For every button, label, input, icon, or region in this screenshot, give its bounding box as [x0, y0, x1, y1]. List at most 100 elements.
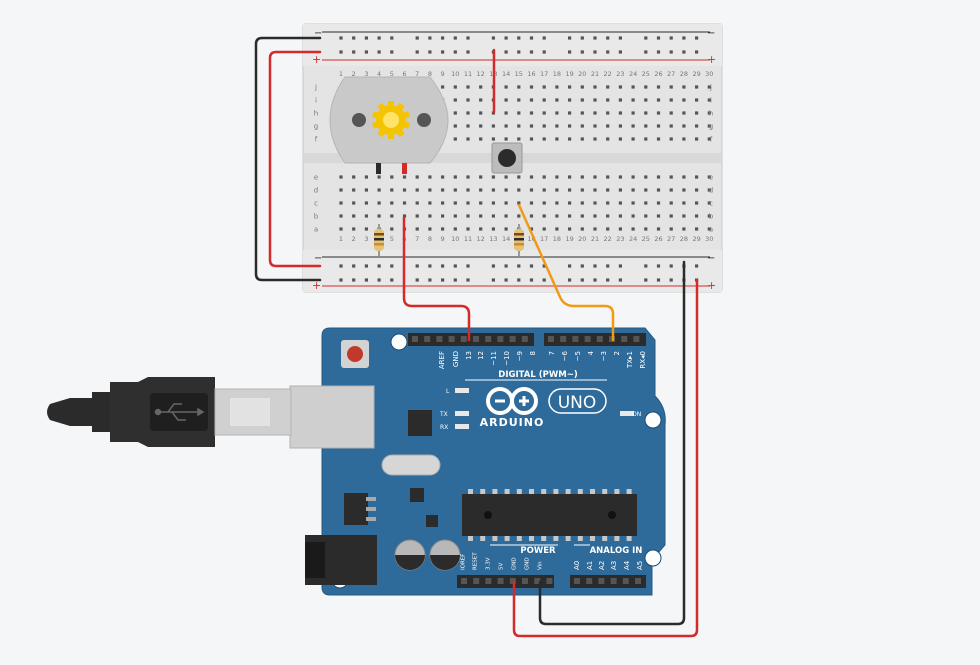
reset-button[interactable] — [347, 346, 363, 362]
breadboard-hole[interactable] — [669, 98, 673, 102]
breadboard-hole[interactable] — [453, 175, 457, 179]
rail-hole[interactable] — [695, 50, 699, 54]
rail-hole[interactable] — [441, 278, 445, 282]
breadboard-hole[interactable] — [466, 201, 470, 205]
breadboard-hole[interactable] — [441, 227, 445, 231]
breadboard-hole[interactable] — [593, 201, 597, 205]
breadboard-hole[interactable] — [618, 227, 622, 231]
rail-hole[interactable] — [441, 264, 445, 268]
breadboard-hole[interactable] — [631, 98, 635, 102]
breadboard-hole[interactable] — [631, 137, 635, 141]
wire-black-gnd[interactable] — [538, 260, 686, 626]
breadboard-hole[interactable] — [504, 111, 508, 115]
breadboard-hole[interactable] — [517, 111, 521, 115]
breadboard-hole[interactable] — [644, 214, 648, 218]
breadboard-hole[interactable] — [631, 175, 635, 179]
wire-red-5v[interactable] — [512, 278, 699, 638]
rail-hole[interactable] — [618, 278, 622, 282]
rail-hole[interactable] — [453, 278, 457, 282]
breadboard-hole[interactable] — [491, 214, 495, 218]
breadboard-hole[interactable] — [504, 188, 508, 192]
breadboard-hole[interactable] — [695, 188, 699, 192]
breadboard-hole[interactable] — [352, 227, 356, 231]
breadboard-hole[interactable] — [542, 98, 546, 102]
breadboard-hole[interactable] — [580, 227, 584, 231]
breadboard-hole[interactable] — [682, 98, 686, 102]
breadboard-hole[interactable] — [580, 85, 584, 89]
breadboard-hole[interactable] — [707, 137, 711, 141]
breadboard-hole[interactable] — [568, 137, 572, 141]
rail-hole[interactable] — [568, 278, 572, 282]
breadboard-hole[interactable] — [707, 98, 711, 102]
rail-hole[interactable] — [669, 264, 673, 268]
breadboard-hole[interactable] — [618, 124, 622, 128]
breadboard-hole[interactable] — [466, 214, 470, 218]
rail-hole[interactable] — [618, 36, 622, 40]
breadboard-hole[interactable] — [606, 201, 610, 205]
breadboard-hole[interactable] — [555, 124, 559, 128]
breadboard-hole[interactable] — [568, 214, 572, 218]
breadboard-hole[interactable] — [466, 111, 470, 115]
rail-hole[interactable] — [606, 264, 610, 268]
breadboard-hole[interactable] — [644, 188, 648, 192]
rail-hole[interactable] — [428, 278, 432, 282]
breadboard-hole[interactable] — [606, 175, 610, 179]
breadboard-hole[interactable] — [517, 137, 521, 141]
rail-hole[interactable] — [517, 278, 521, 282]
breadboard-hole[interactable] — [682, 227, 686, 231]
breadboard-hole[interactable] — [415, 201, 419, 205]
breadboard-hole[interactable] — [504, 175, 508, 179]
header-socket[interactable] — [584, 336, 591, 342]
breadboard-hole[interactable] — [669, 227, 673, 231]
breadboard-hole[interactable] — [529, 201, 534, 205]
rail-hole[interactable] — [364, 36, 368, 40]
breadboard-hole[interactable] — [441, 201, 445, 205]
breadboard-hole[interactable] — [415, 214, 419, 218]
breadboard-hole[interactable] — [580, 201, 584, 205]
breadboard-hole[interactable] — [656, 98, 661, 102]
breadboard-hole[interactable] — [453, 137, 457, 141]
breadboard-hole[interactable] — [453, 201, 457, 205]
header-socket[interactable] — [622, 578, 629, 584]
breadboard-hole[interactable] — [682, 85, 686, 89]
breadboard-hole[interactable] — [529, 124, 534, 128]
rail-hole[interactable] — [593, 36, 597, 40]
header-socket[interactable] — [473, 578, 480, 584]
breadboard-hole[interactable] — [580, 188, 584, 192]
rail-hole[interactable] — [415, 36, 419, 40]
rail-hole[interactable] — [390, 264, 394, 268]
breadboard-hole[interactable] — [580, 214, 584, 218]
breadboard-hole[interactable] — [606, 85, 610, 89]
breadboard-hole[interactable] — [644, 227, 648, 231]
header-socket[interactable] — [521, 336, 528, 342]
header-socket[interactable] — [534, 578, 541, 584]
rail-hole[interactable] — [453, 264, 457, 268]
rail-hole[interactable] — [656, 278, 661, 282]
breadboard-hole[interactable] — [644, 137, 648, 141]
breadboard-hole[interactable] — [466, 124, 470, 128]
breadboard-hole[interactable] — [618, 188, 622, 192]
breadboard-hole[interactable] — [656, 85, 661, 89]
breadboard-hole[interactable] — [402, 214, 407, 218]
breadboard-hole[interactable] — [377, 201, 381, 205]
breadboard-hole[interactable] — [606, 111, 610, 115]
rail-hole[interactable] — [466, 36, 470, 40]
breadboard-hole[interactable] — [593, 111, 597, 115]
rail-hole[interactable] — [656, 50, 661, 54]
breadboard-hole[interactable] — [529, 85, 534, 89]
resistor-2[interactable] — [514, 224, 524, 256]
rail-hole[interactable] — [644, 50, 648, 54]
rail-hole[interactable] — [377, 278, 381, 282]
breadboard-hole[interactable] — [555, 111, 559, 115]
breadboard-hole[interactable] — [669, 124, 673, 128]
rail-hole[interactable] — [466, 264, 470, 268]
header-socket[interactable] — [485, 578, 492, 584]
breadboard-hole[interactable] — [695, 85, 699, 89]
breadboard-hole[interactable] — [542, 124, 546, 128]
breadboard-hole[interactable] — [618, 85, 622, 89]
breadboard-hole[interactable] — [542, 201, 546, 205]
breadboard-hole[interactable] — [580, 98, 584, 102]
breadboard-hole[interactable] — [504, 98, 508, 102]
breadboard-hole[interactable] — [529, 188, 534, 192]
rail-hole[interactable] — [682, 50, 686, 54]
